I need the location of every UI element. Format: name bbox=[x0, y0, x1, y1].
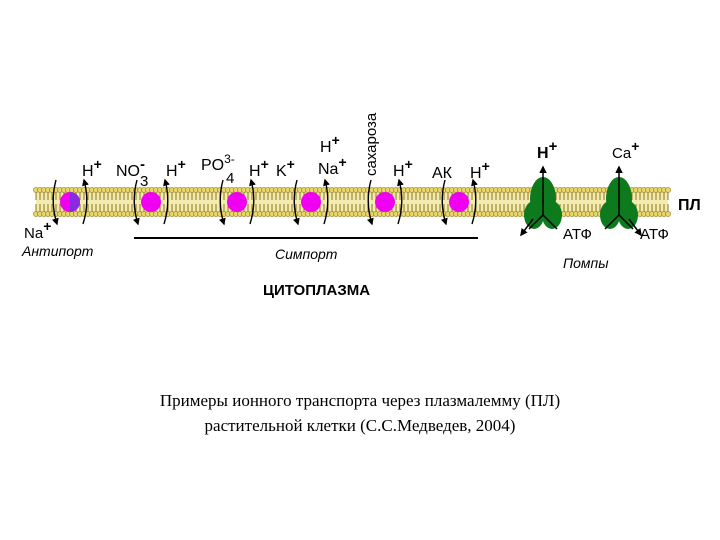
plasma-membrane bbox=[33, 187, 670, 216]
symport-label: Симпорт bbox=[275, 246, 338, 262]
ion-na-antiport: Na+ bbox=[24, 218, 51, 242]
ion-k: K+ bbox=[276, 156, 295, 180]
caption-line-1: Примеры ионного транспорта через плазмал… bbox=[0, 388, 720, 413]
ion-na-symport: Na+ bbox=[318, 154, 347, 178]
ion-h-5: H+ bbox=[393, 156, 413, 180]
lipid-head bbox=[665, 187, 670, 192]
carrier-protein bbox=[227, 192, 247, 212]
pump-ion-h: H+ bbox=[537, 138, 558, 162]
pumps-label: Помпы bbox=[563, 255, 609, 271]
ion-h-2: H+ bbox=[166, 156, 186, 180]
ion-h-6: H+ bbox=[470, 158, 490, 182]
membrane-label: ПЛ bbox=[678, 197, 701, 214]
pump-ion-ca: Ca+ bbox=[612, 138, 639, 162]
antiport-label: Антипорт bbox=[21, 243, 94, 259]
ion-h-4: H+ bbox=[320, 132, 340, 156]
ion-h-antiport: H+ bbox=[82, 156, 102, 180]
carrier-protein bbox=[141, 192, 161, 212]
atp-label-1: АТФ bbox=[563, 226, 592, 243]
lipid-head bbox=[665, 211, 670, 216]
carrier-protein bbox=[301, 192, 321, 212]
cytoplasm-label: ЦИТОПЛАЗМА bbox=[263, 282, 370, 299]
carrier-protein bbox=[375, 192, 395, 212]
ion-h-3: H+ bbox=[249, 156, 269, 180]
ion-sucrose: сахароза bbox=[363, 112, 380, 176]
carrier-protein bbox=[449, 192, 469, 212]
atp-label-2: АТФ bbox=[640, 226, 669, 243]
ion-po4-sub: 4 bbox=[226, 170, 234, 187]
figure-caption: Примеры ионного транспорта через плазмал… bbox=[0, 388, 720, 438]
ion-ak: АК bbox=[432, 165, 453, 182]
caption-line-2: растительной клетки (С.С.Медведев, 2004) bbox=[0, 413, 720, 438]
ion-no3-sub: 3 bbox=[140, 173, 148, 190]
